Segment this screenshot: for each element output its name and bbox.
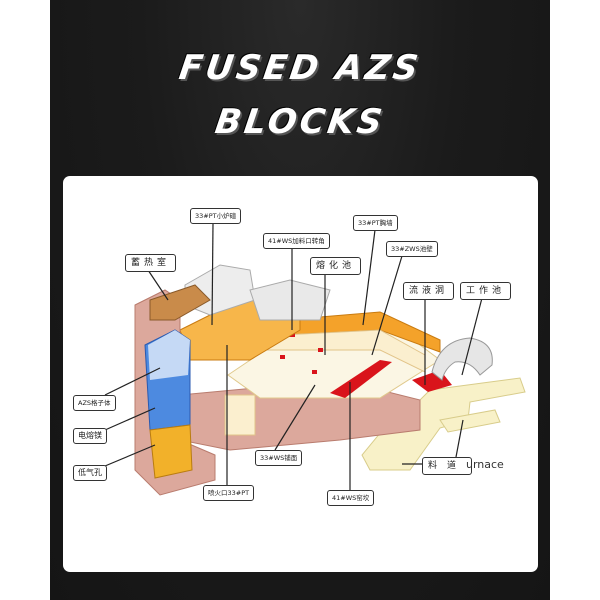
weir-red	[330, 360, 392, 398]
label-breast-wall: 33#PT胸墙	[353, 215, 398, 231]
label-melting-tank: 熔化池	[310, 257, 362, 275]
red-floor-block	[280, 355, 285, 359]
label-paving: 33#WS铺面	[255, 450, 303, 466]
checker-light-top	[148, 330, 190, 380]
label-forehearth: 料道	[422, 457, 473, 475]
label-weir: 41#WS窑坎	[327, 490, 375, 506]
label-crown-small-furnace: 33#PT小炉碹	[190, 208, 242, 224]
label-feed-corner: 41#WS加料口转角	[263, 233, 330, 249]
label-tank-wall: 33#ZWS池壁	[386, 241, 438, 257]
leader-line	[274, 384, 316, 451]
label-low-porosity: 低气孔	[73, 465, 107, 481]
leader-line	[461, 297, 483, 376]
port-column	[224, 394, 256, 436]
label-working-end: 工作池	[460, 282, 512, 300]
leader-line	[104, 407, 156, 431]
red-floor-block	[312, 370, 317, 374]
leader-line	[104, 367, 161, 396]
regenerator-top	[149, 284, 211, 321]
label-throat: 流液洞	[403, 282, 455, 300]
leader-line	[371, 255, 403, 356]
label-regenerator: 蓄热室	[125, 254, 177, 272]
label-fused-magnesia: 电熔镁	[73, 428, 107, 444]
red-floor-block	[318, 348, 323, 352]
leader-line	[104, 444, 156, 467]
partial-caption: urnace	[466, 458, 504, 471]
forehearth-branch	[439, 409, 501, 433]
label-checker: AZS格子体	[73, 395, 116, 411]
leader-line	[147, 269, 169, 301]
leader-line	[211, 223, 214, 326]
leader-line	[362, 229, 376, 326]
working-end-dome	[431, 337, 493, 381]
checker-yellow	[149, 424, 193, 479]
leader-line	[455, 419, 464, 458]
label-port: 喷火口33#PT	[203, 485, 255, 501]
